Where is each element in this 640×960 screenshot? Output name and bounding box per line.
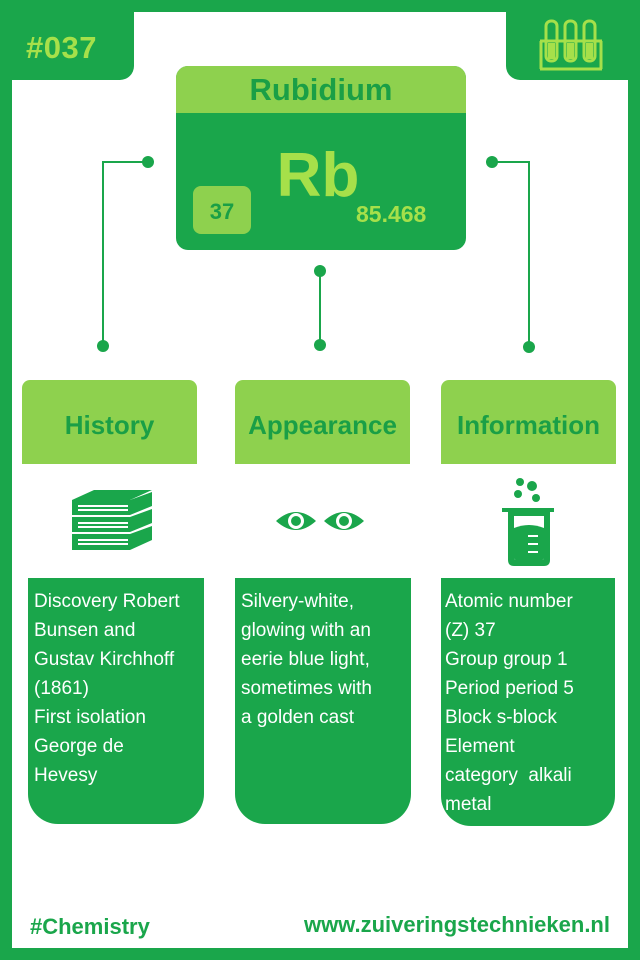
appearance-line: eerie blue light, — [241, 649, 370, 670]
connector-lines — [97, 156, 535, 353]
connector-dot — [142, 156, 154, 168]
information-line: Element — [445, 736, 515, 757]
connector-dot — [97, 340, 109, 352]
history-title: History — [64, 410, 155, 440]
issue-number: #037 — [26, 30, 97, 65]
history-header: History — [22, 380, 197, 464]
information-title: Information — [457, 410, 600, 440]
information-line: Atomic number — [445, 591, 573, 612]
information-line: Period period 5 — [445, 678, 574, 699]
history-line: Discovery Robert — [34, 591, 180, 612]
element-symbol: Rb — [276, 141, 360, 210]
test-tubes-icon — [539, 19, 603, 71]
eyes-icon — [276, 512, 364, 530]
hashtag-label: #Chemistry — [30, 914, 150, 939]
connector-dot — [523, 341, 535, 353]
history-text: Discovery Robert Bunsen and Gustav Kirch… — [34, 587, 202, 790]
history-box: Discovery Robert Bunsen and Gustav Kirch… — [28, 578, 204, 824]
books-icon — [72, 490, 152, 550]
website-link[interactable]: www.zuiveringstechnieken.nl — [303, 912, 610, 937]
information-line: (Z) 37 — [445, 620, 496, 641]
beaker-icon — [502, 478, 554, 566]
information-box: Atomic number (Z) 37 Group group 1 Perio… — [441, 578, 615, 826]
issue-number-tab — [12, 12, 134, 80]
element-name: Rubidium — [249, 72, 393, 107]
history-line: Bunsen and — [34, 620, 136, 641]
atomic-number-box — [193, 186, 251, 234]
history-line: (1861) — [34, 678, 89, 699]
appearance-line: sometimes with — [241, 678, 372, 699]
information-line: Block s-block — [445, 707, 557, 728]
information-line: category alkali — [445, 765, 572, 786]
atomic-mass: 85.468 — [356, 201, 427, 227]
element-name-bar: Rubidium — [176, 66, 466, 113]
appearance-title: Appearance — [248, 410, 397, 440]
appearance-box: Silvery-white, glowing with an eerie blu… — [235, 578, 411, 824]
history-line: George de — [34, 736, 124, 757]
connector-dot — [314, 339, 326, 351]
connector-dot — [314, 265, 326, 277]
history-line: First isolation — [34, 707, 146, 728]
history-line: Gustav Kirchhoff — [34, 649, 175, 670]
information-line: metal — [445, 794, 492, 815]
information-header: Information — [441, 380, 616, 464]
information-text: Atomic number (Z) 37 Group group 1 Perio… — [445, 587, 613, 819]
appearance-header: Appearance — [235, 380, 410, 464]
information-line: Group group 1 — [445, 649, 568, 670]
appearance-line: glowing with an — [241, 620, 371, 641]
appearance-line: Silvery-white, — [241, 591, 354, 612]
history-line: Hevesy — [34, 765, 98, 786]
appearance-line: a golden cast — [241, 707, 355, 728]
connector-dot — [486, 156, 498, 168]
appearance-text: Silvery-white, glowing with an eerie blu… — [241, 587, 409, 732]
atomic-number: 37 — [209, 199, 235, 224]
